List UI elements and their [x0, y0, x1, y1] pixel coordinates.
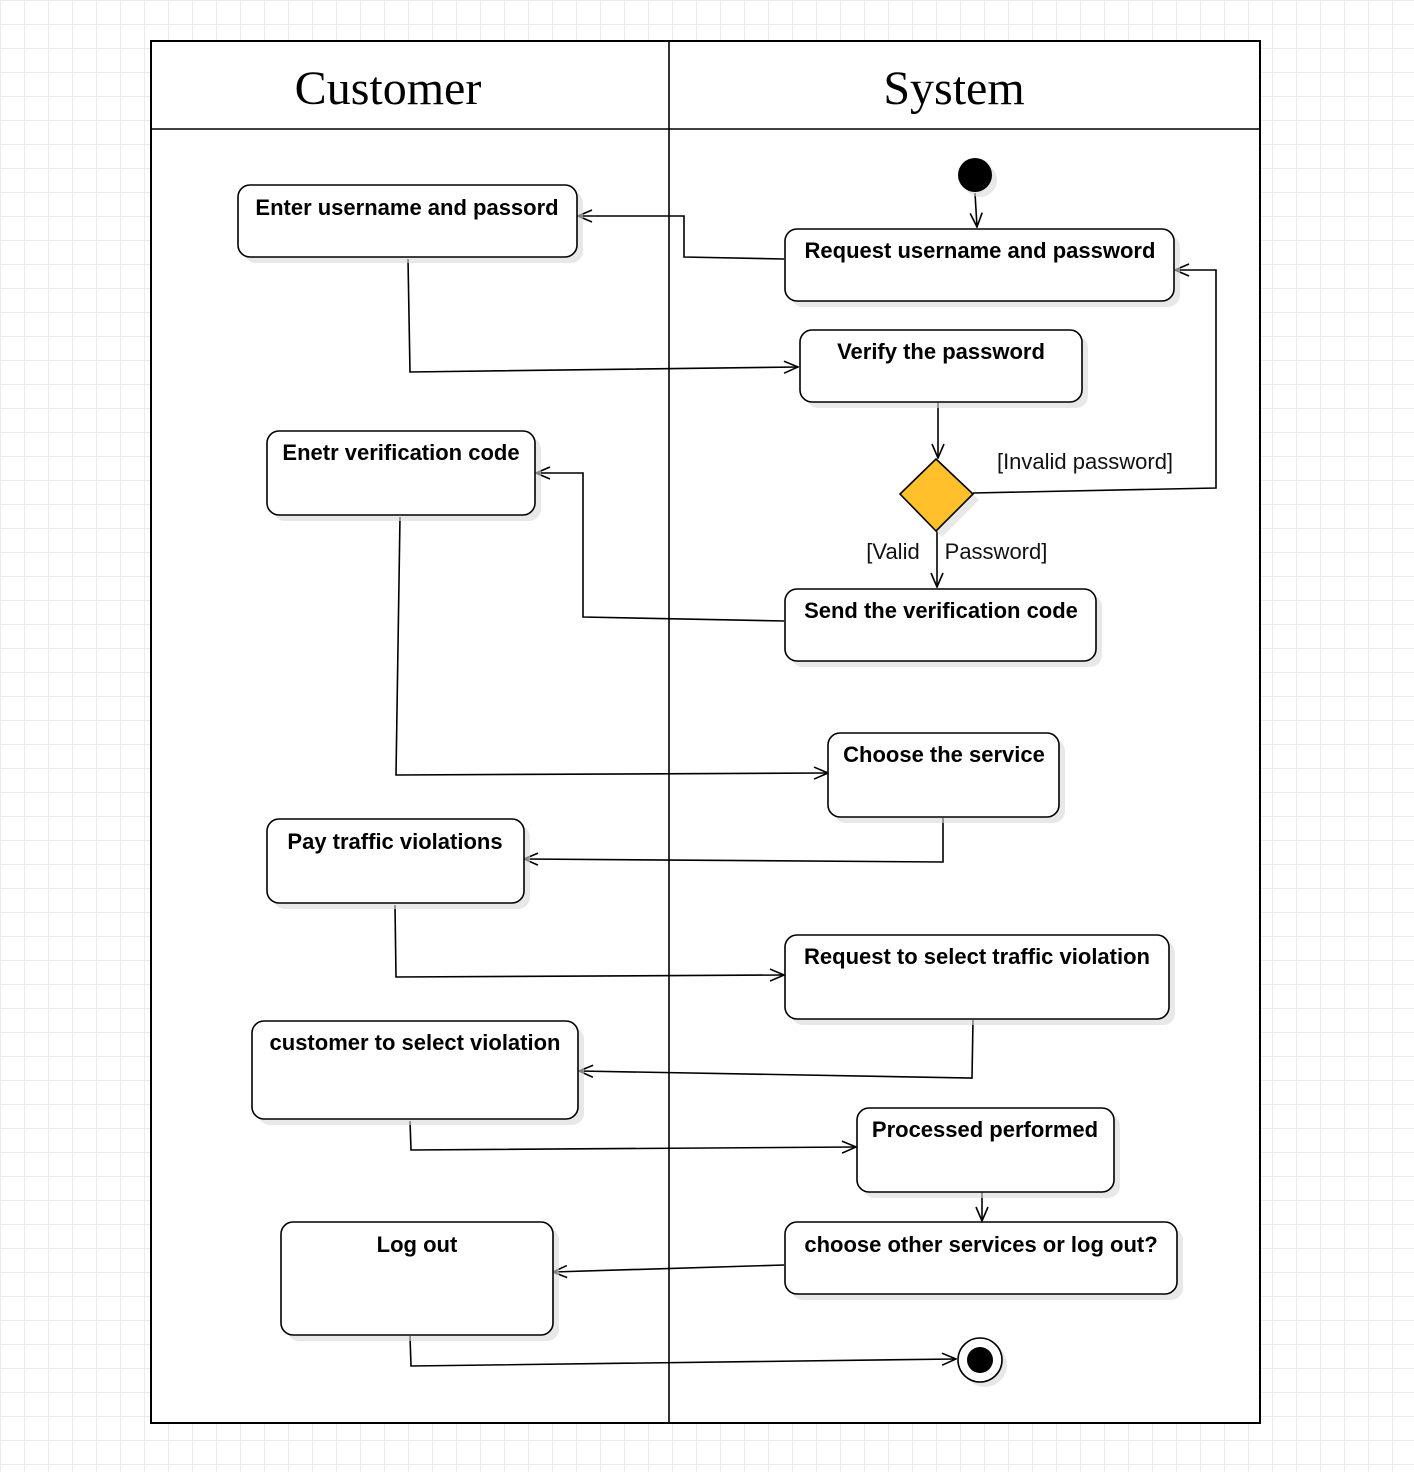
- action-label: customer to select violation: [270, 1030, 561, 1055]
- initial-node: [958, 158, 997, 197]
- edge-code-to-choose: [395, 516, 828, 775]
- action-enter-code: Enetr verification code: [266, 430, 541, 521]
- flow-edges: [394, 192, 1217, 1367]
- final-node: [957, 1337, 1007, 1387]
- action-processed: Processed performed: [856, 1107, 1120, 1198]
- edge-logout-to-end: [409, 1335, 956, 1367]
- edge-enter-to-verify: [407, 258, 798, 372]
- guard-invalid-password: [Invalid password]: [997, 449, 1173, 474]
- action-request-credentials: Request username and password: [784, 228, 1180, 307]
- action-choose-service: Choose the service: [827, 732, 1065, 823]
- edge-pay-to-request-select: [394, 904, 784, 977]
- action-send-code: Send the verification code: [784, 588, 1102, 667]
- action-label: Enetr verification code: [282, 440, 519, 465]
- edge-request-to-enter: [578, 216, 785, 260]
- action-pay-violations: Pay traffic violations: [266, 818, 530, 909]
- action-label: Send the verification code: [804, 598, 1078, 623]
- action-label: choose other services or log out?: [804, 1232, 1157, 1257]
- action-label: Verify the password: [837, 339, 1045, 364]
- action-label: Request to select traffic violation: [804, 944, 1150, 969]
- action-customer-select-violation: customer to select violation: [251, 1020, 584, 1125]
- edge-start-to-request: [975, 192, 977, 227]
- edge-choose-other-to-logout: [553, 1264, 785, 1272]
- action-label: Pay traffic violations: [287, 829, 502, 854]
- action-verify-password: Verify the password: [799, 329, 1088, 408]
- edge-send-to-enter-code: [536, 473, 785, 622]
- edge-request-select-to-customer-select: [579, 1019, 974, 1079]
- edge-invalid-loop: [972, 270, 1217, 494]
- lane-title-system: System: [883, 62, 1024, 115]
- action-choose-other: choose other services or log out?: [784, 1221, 1183, 1300]
- action-enter-credentials: Enter username and passord: [237, 184, 583, 263]
- guard-valid-left: [Valid: [866, 539, 919, 564]
- edge-choose-to-pay: [524, 818, 944, 862]
- action-label: Enter username and passord: [255, 195, 558, 220]
- action-label: Log out: [377, 1232, 458, 1257]
- action-log-out: Log out: [280, 1221, 559, 1341]
- decision-node: [898, 457, 979, 537]
- action-label: Processed performed: [872, 1117, 1098, 1142]
- guard-valid-right: Password]: [945, 539, 1048, 564]
- edge-customer-select-to-processed: [409, 1120, 856, 1150]
- lane-title-customer: Customer: [295, 62, 482, 115]
- action-label: Request username and password: [805, 238, 1156, 263]
- action-request-select-violation: Request to select traffic violation: [784, 934, 1175, 1025]
- action-label: Choose the service: [843, 742, 1045, 767]
